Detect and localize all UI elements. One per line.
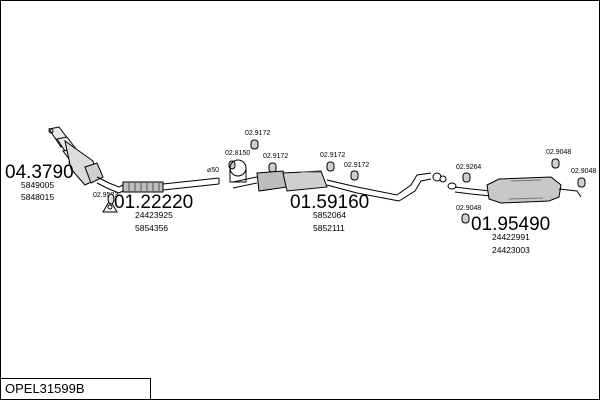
- part-ref-4a: 24422991: [492, 232, 530, 242]
- clamp-label-2: 02.9264: [456, 164, 481, 171]
- hanger-label-5: 02.9048: [546, 149, 571, 156]
- hanger-label-7: 02.9048: [456, 205, 481, 212]
- diagram-title: OPEL31599B: [1, 378, 151, 399]
- part-number-2: 01.22220: [114, 192, 193, 213]
- part-ref-2b: 5854356: [135, 223, 168, 233]
- clamp-label-1: 02.8150: [225, 150, 250, 157]
- hanger-label-3: 02.9172: [320, 152, 345, 159]
- gasket-ring-1: [107, 193, 115, 205]
- diameter-label: ⌀50: [207, 167, 219, 174]
- part-number-3: 01.59160: [290, 192, 369, 213]
- part-ref-3a: 5852064: [313, 210, 346, 220]
- part-ref-3b: 5852111: [313, 223, 345, 233]
- part-ref-1a: 5849005: [21, 180, 54, 190]
- clamp-icon: [229, 159, 247, 183]
- hanger-label-4: 02.9172: [344, 162, 369, 169]
- gasket-label-1: 02.9523: [93, 192, 118, 199]
- part-number-1: 04.3790: [5, 162, 74, 183]
- part-ref-1b: 5848015: [21, 192, 54, 202]
- front-pipe-drawing: [96, 176, 220, 194]
- hanger-label-1: 02.9172: [245, 130, 270, 137]
- rear-hardware: [447, 158, 586, 224]
- part-ref-4b: 24423003: [492, 245, 530, 255]
- middle-silencer-drawing: [232, 170, 447, 202]
- part-ref-2a: 24423925: [135, 210, 173, 220]
- warning-triangle-icon: [102, 199, 118, 213]
- hanger-label-6: 02.9048: [571, 168, 596, 175]
- manifold-catalyst-drawing: [48, 126, 104, 186]
- hanger-label-2: 02.9172: [263, 153, 288, 160]
- part-number-4: 01.95490: [471, 214, 550, 235]
- rear-silencer-drawing: [454, 176, 582, 204]
